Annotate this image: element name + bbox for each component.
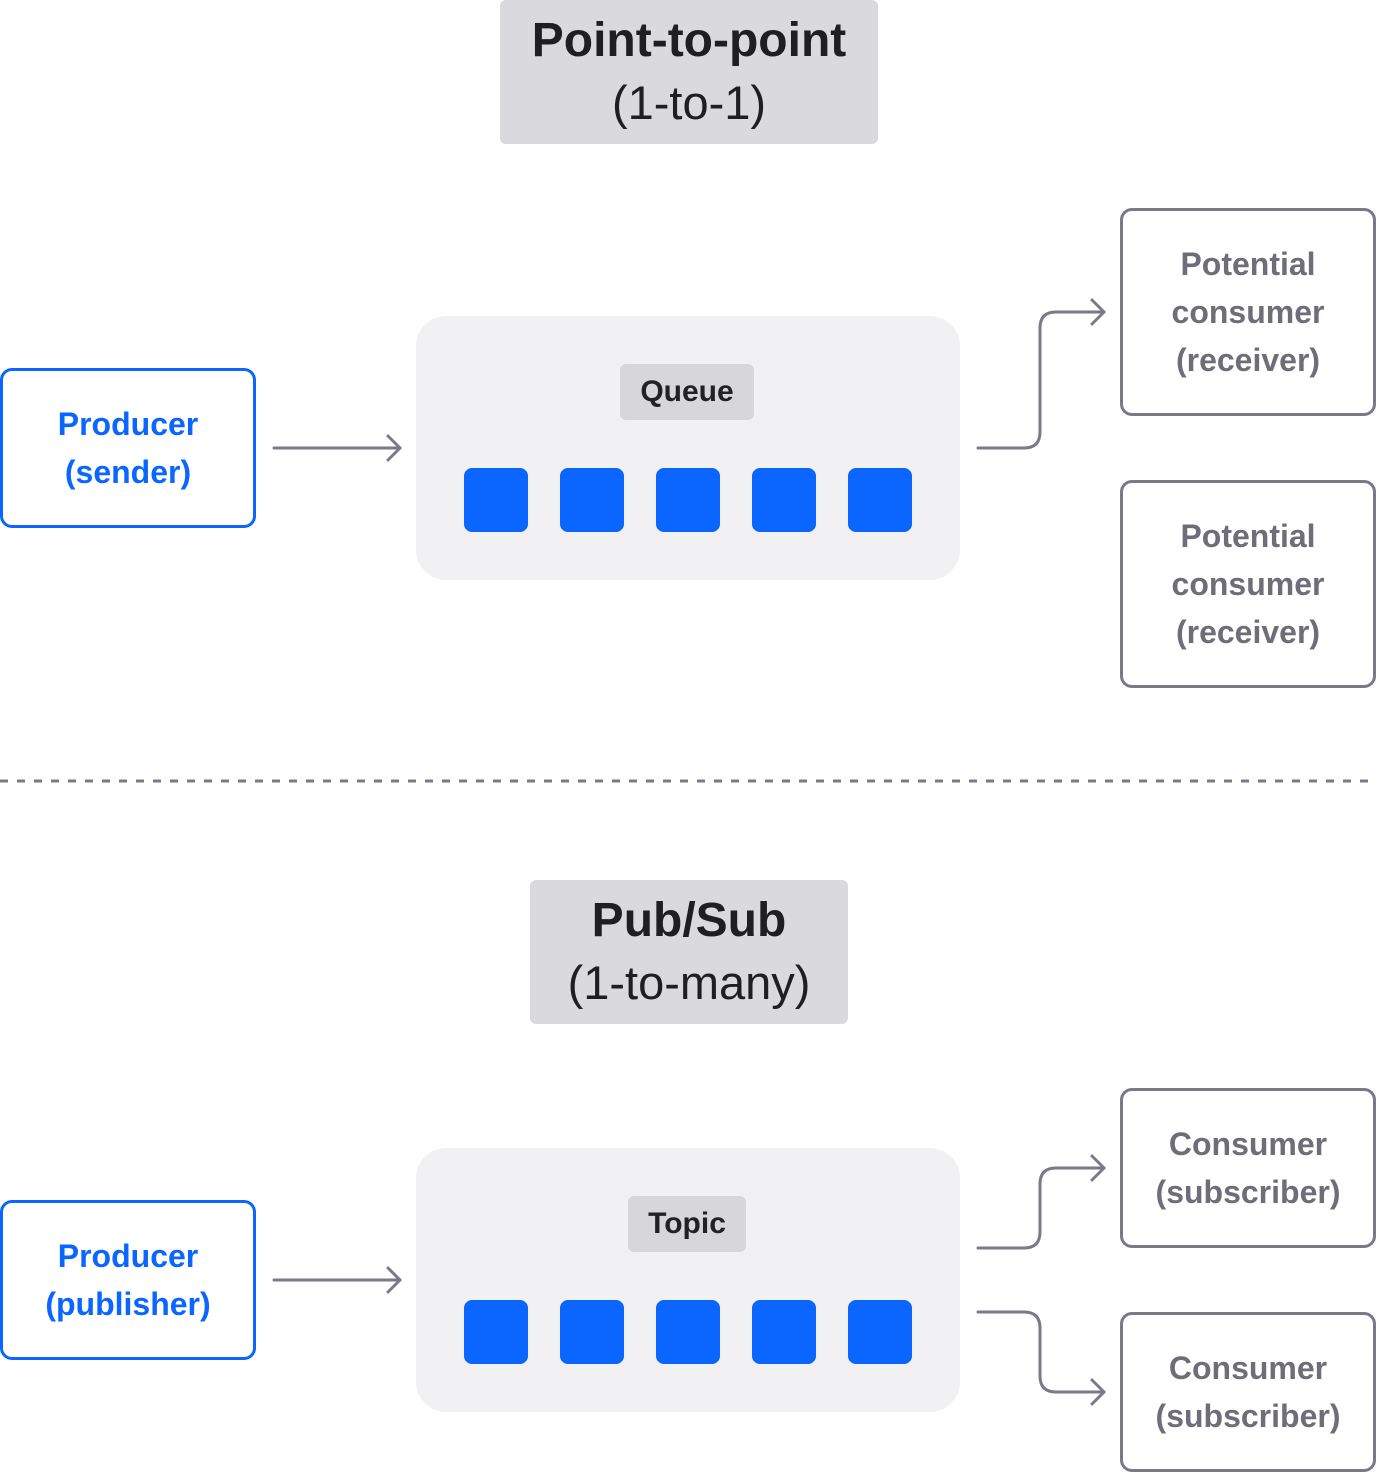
p2p-consumer-2-line-2: consumer [1171, 566, 1325, 602]
pubsub-consumer-2-line-1: Consumer [1168, 1350, 1328, 1386]
queue-message-5 [848, 468, 912, 532]
topic-message-5 [848, 1300, 912, 1364]
pubsub-consumer-1-line-2: (subscriber) [1155, 1174, 1341, 1210]
p2p-title-box: Point-to-point (1-to-1) [500, 0, 878, 144]
p2p-consumer-1-line-2: consumer [1171, 294, 1325, 330]
p2p-consumer-box-1: Potential consumer (receiver) [1120, 208, 1376, 416]
arrow-producer-to-queue [272, 434, 402, 462]
queue-message-3 [656, 468, 720, 532]
p2p-producer-box: Producer (sender) [0, 368, 256, 528]
p2p-consumer-1-line-1: Potential [1180, 246, 1316, 282]
topic-message-3 [656, 1300, 720, 1364]
pubsub-consumer-2-line-2: (subscriber) [1155, 1398, 1341, 1434]
arrow-topic-to-consumer-2 [976, 1310, 1106, 1406]
queue-container [416, 316, 960, 580]
pubsub-consumer-box-2: Consumer (subscriber) [1120, 1312, 1376, 1472]
queue-message-1 [464, 468, 528, 532]
pubsub-subtitle: (1-to-many) [567, 956, 811, 1009]
queue-message-2 [560, 468, 624, 532]
p2p-consumer-2-line-1: Potential [1180, 518, 1316, 554]
pubsub-producer-box: Producer (publisher) [0, 1200, 256, 1360]
pubsub-consumer-1-line-1: Consumer [1168, 1126, 1328, 1162]
pubsub-title: Pub/Sub [591, 894, 787, 947]
p2p-producer-line-2: (sender) [64, 454, 192, 490]
p2p-title: Point-to-point [531, 14, 847, 67]
arrow-producer-to-topic [272, 1266, 402, 1294]
arrow-queue-to-consumer-1 [976, 298, 1106, 450]
topic-label: Topic [628, 1196, 746, 1252]
p2p-producer-line-1: Producer [57, 406, 199, 442]
topic-message-1 [464, 1300, 528, 1364]
pubsub-consumer-box-1: Consumer (subscriber) [1120, 1088, 1376, 1248]
p2p-consumer-1-line-3: (receiver) [1175, 342, 1321, 378]
queue-label: Queue [620, 364, 754, 420]
arrow-topic-to-consumer-1 [976, 1154, 1106, 1250]
pubsub-producer-line-1: Producer [57, 1238, 199, 1274]
pubsub-producer-line-2: (publisher) [45, 1286, 211, 1322]
topic-message-4 [752, 1300, 816, 1364]
topic-message-2 [560, 1300, 624, 1364]
pubsub-title-box: Pub/Sub (1-to-many) [530, 880, 848, 1024]
p2p-subtitle: (1-to-1) [611, 76, 767, 129]
p2p-consumer-2-line-3: (receiver) [1175, 614, 1321, 650]
p2p-consumer-box-2: Potential consumer (receiver) [1120, 480, 1376, 688]
queue-message-4 [752, 468, 816, 532]
topic-container [416, 1148, 960, 1412]
